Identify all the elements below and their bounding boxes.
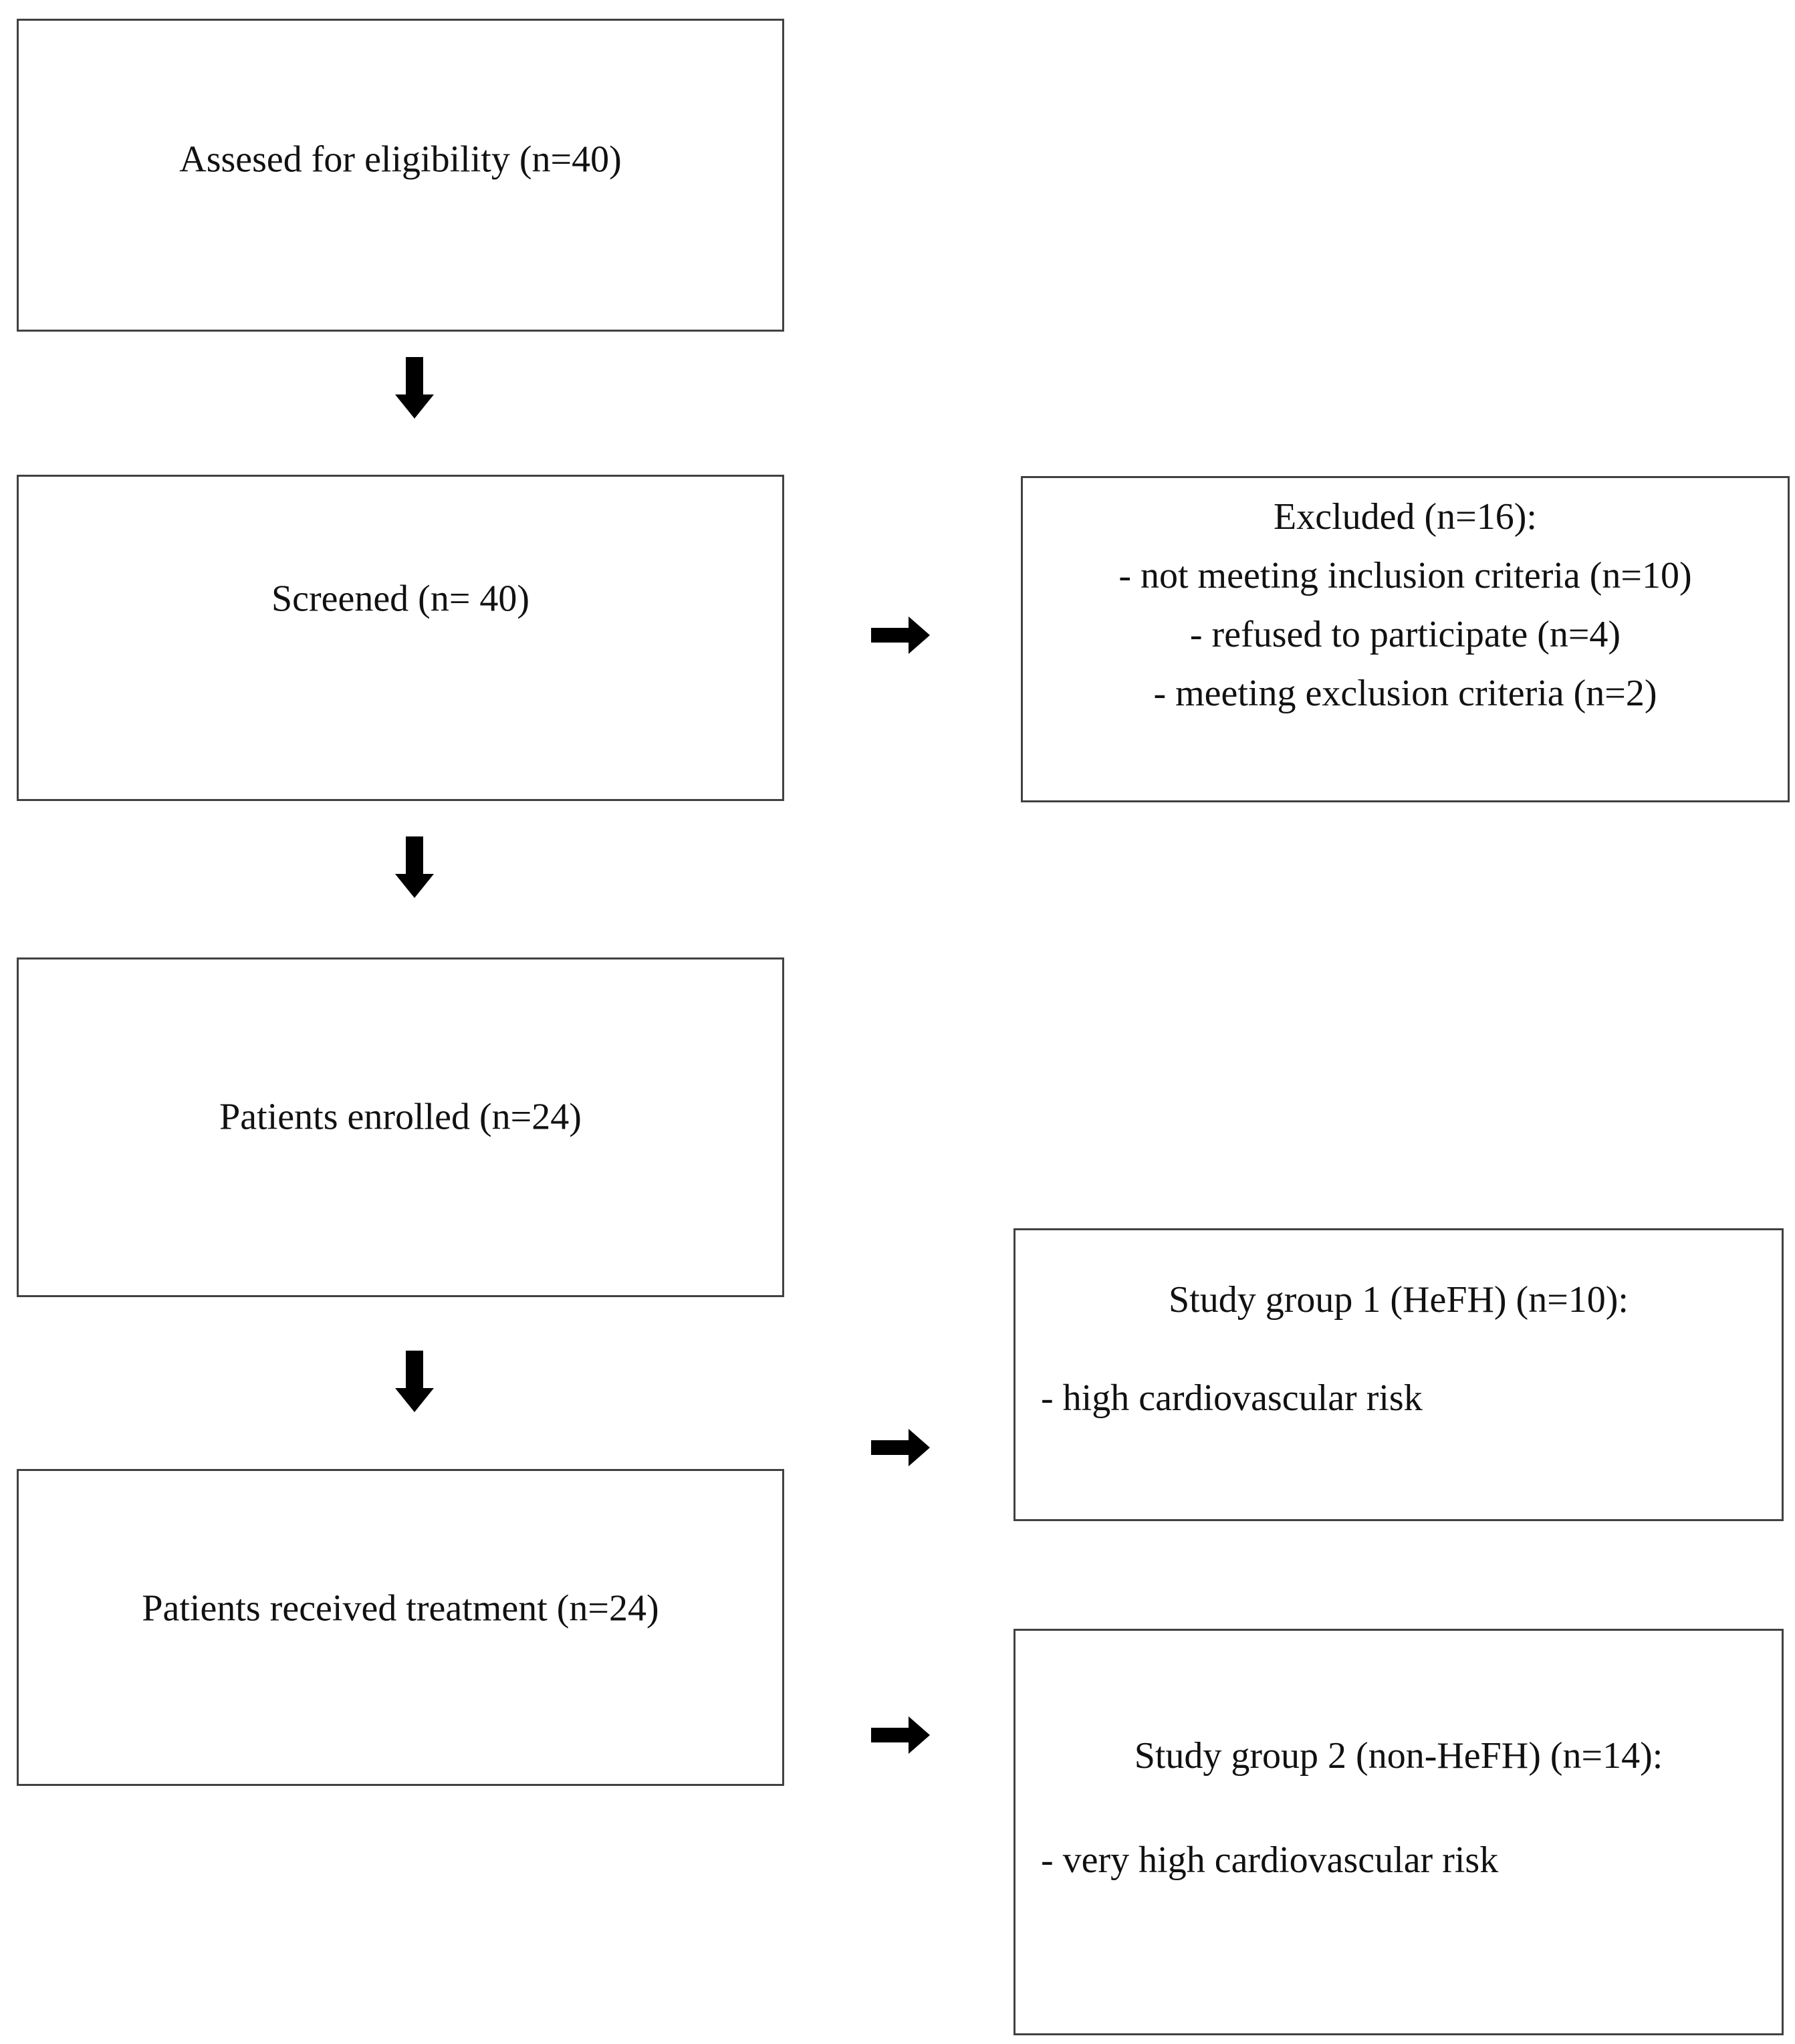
down-arrow-assessed-to-screened-icon — [395, 357, 434, 419]
box-screened-label: Screened (n= 40) — [271, 578, 530, 620]
down-arrow-stem — [406, 1351, 423, 1388]
right-arrow-stem — [871, 628, 909, 643]
box-patients-received-treatment-label: Patients received treatment (n=24) — [142, 1587, 659, 1629]
down-arrow-stem — [406, 357, 423, 394]
right-arrow-stem — [871, 1440, 909, 1455]
box-excluded-item: - not meeting inclusion criteria (n=10) — [1118, 555, 1692, 596]
box-patients-received-treatment: Patients received treatment (n=24) — [17, 1469, 784, 1786]
down-arrow-stem — [406, 836, 423, 874]
box-excluded-title: Excluded (n=16): — [1274, 496, 1537, 538]
down-arrow-head — [395, 394, 434, 419]
right-arrow-screened-to-excluded-icon — [871, 616, 930, 654]
right-arrow-stem — [871, 1728, 909, 1742]
down-arrow-head — [395, 1388, 434, 1412]
box-screened: Screened (n= 40) — [17, 475, 784, 801]
down-arrow-enrolled-to-treated-icon — [395, 1351, 434, 1412]
box-excluded-item: - meeting exclusion criteria (n=2) — [1153, 673, 1657, 714]
box-assessed-eligibility: Assesed for eligibility (n=40) — [17, 19, 784, 332]
box-patients-enrolled-label: Patients enrolled (n=24) — [219, 1096, 582, 1138]
box-study-group-2-item: - very high cardiovascular risk — [1041, 1839, 1499, 1882]
box-assessed-eligibility-label: Assesed for eligibility (n=40) — [179, 138, 622, 181]
box-study-group-1: Study group 1 (HeFH) (n=10): - high card… — [1013, 1228, 1784, 1521]
right-arrow-treated-to-group2-icon — [871, 1716, 930, 1754]
box-study-group-1-title: Study group 1 (HeFH) (n=10): — [1169, 1278, 1629, 1321]
box-excluded: Excluded (n=16): - not meeting inclusion… — [1021, 476, 1790, 802]
down-arrow-screened-to-enrolled-icon — [395, 836, 434, 898]
down-arrow-head — [395, 874, 434, 898]
box-patients-enrolled: Patients enrolled (n=24) — [17, 957, 784, 1297]
box-excluded-item: - refused to participate (n=4) — [1189, 614, 1621, 655]
right-arrow-head — [909, 616, 930, 654]
box-study-group-1-item: - high cardiovascular risk — [1041, 1377, 1423, 1419]
right-arrow-head — [909, 1429, 930, 1466]
right-arrow-head — [909, 1716, 930, 1754]
box-study-group-2: Study group 2 (non-HeFH) (n=14): - very … — [1013, 1629, 1784, 2035]
box-study-group-2-title: Study group 2 (non-HeFH) (n=14): — [1134, 1734, 1663, 1777]
box-excluded-content: Excluded (n=16): - not meeting inclusion… — [1023, 487, 1788, 723]
right-arrow-treated-to-group1-icon — [871, 1429, 930, 1466]
